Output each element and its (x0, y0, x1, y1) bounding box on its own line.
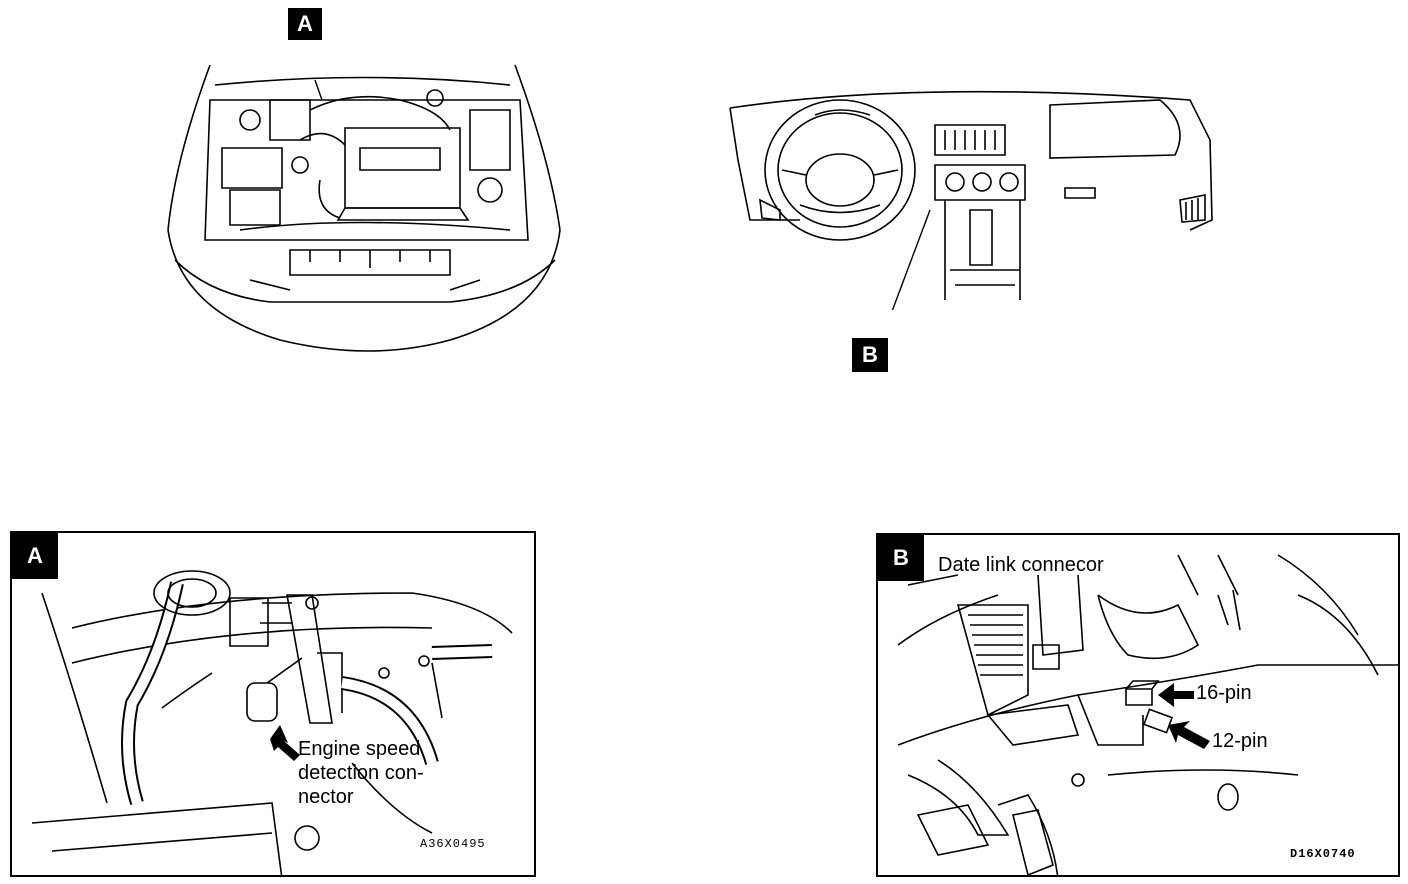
panel-b-code: D16X0740 (1290, 847, 1356, 861)
detail-panel-b: B Date link connecor 16-pin 12-pin D16X0… (876, 533, 1400, 877)
pin12-label: 12-pin (1212, 730, 1268, 752)
data-link-connector-title: Date link connecor (938, 554, 1104, 576)
panel-a-drawing (12, 533, 536, 877)
engine-bay-drawing (150, 40, 590, 370)
connector-arrow-icon (270, 725, 300, 761)
engine-speed-label-line-1: Engine speed (298, 738, 421, 760)
callout-a-top: A (288, 8, 322, 40)
pin12-arrow-icon (1168, 721, 1210, 749)
engine-speed-label-line-3: nector (298, 786, 354, 808)
panel-a-badge: A (12, 533, 58, 579)
panel-a-code: A36X0495 (420, 837, 486, 851)
panel-b-badge: B (878, 535, 924, 581)
pin16-label: 16-pin (1196, 682, 1252, 704)
engine-speed-label-line-2: detection con- (298, 762, 424, 784)
panel-b-drawing (878, 535, 1400, 877)
engine-speed-label: Engine speed detection con- nector (298, 737, 528, 809)
detail-panel-a: A Engine speed detection con- nector A36… (10, 531, 536, 877)
engine-bay-illustration (150, 40, 590, 370)
callout-b-top: B (852, 338, 888, 372)
dashboard-drawing (720, 70, 1220, 310)
pin16-arrow-icon (1158, 683, 1194, 707)
dashboard-illustration (720, 70, 1220, 310)
